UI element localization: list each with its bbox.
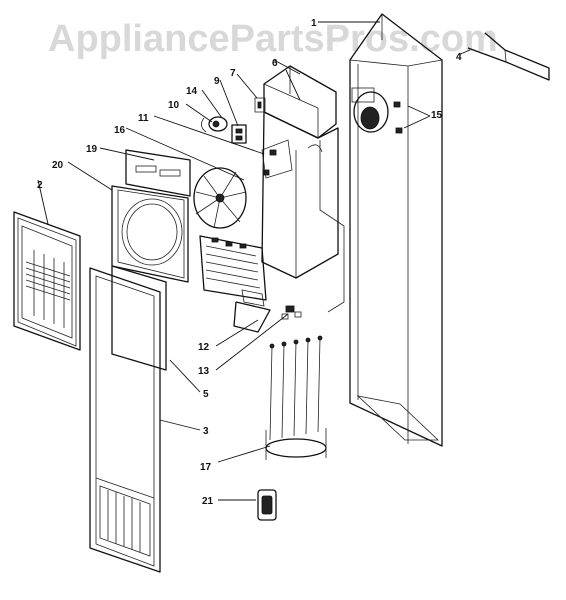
callout-14: 14 (186, 86, 198, 97)
callout-17: 17 (200, 462, 212, 473)
part-1-back-enclosure (349, 13, 443, 447)
callout-16: 16 (114, 125, 126, 136)
part-16-fan-blade (193, 167, 247, 229)
part-14-thermostat (201, 116, 228, 133)
part-12-bracket (233, 301, 271, 333)
callout-labels: 1 2 3 4 5 6 7 9 10 11 12 13 14 15 16 17 … (37, 18, 462, 507)
part-4-bracket (467, 32, 550, 81)
part-20-blower-housing (111, 185, 189, 283)
leader-lines (37, 21, 471, 501)
callout-9: 9 (214, 76, 220, 87)
part-19-control-panel (125, 149, 191, 197)
watermark: AppliancePartsPros.com (48, 18, 498, 60)
callout-19: 19 (86, 144, 98, 155)
callout-15: 15 (431, 110, 443, 121)
part-5-inner-panel (111, 265, 167, 371)
callout-11: 11 (138, 113, 149, 124)
callout-3: 3 (203, 426, 209, 437)
heating-element-assembly (199, 235, 267, 307)
part-2-front-grille (13, 211, 81, 351)
callout-21: 21 (202, 496, 214, 507)
callout-12: 12 (198, 342, 210, 353)
callout-10: 10 (168, 100, 180, 111)
callout-1: 1 (311, 18, 317, 29)
part-15-motor-assembly (351, 87, 403, 134)
part-21-knob (257, 489, 277, 521)
part-6-housing (261, 65, 345, 313)
callout-5: 5 (203, 389, 209, 400)
callout-6: 6 (272, 58, 278, 69)
callout-2: 2 (37, 180, 43, 191)
part-3-front-cover (89, 267, 161, 573)
part-7-component (254, 97, 266, 113)
part-13-clip (281, 305, 302, 320)
callout-20: 20 (52, 160, 64, 171)
part-17-screw-set (265, 335, 327, 460)
part-9-switch (231, 124, 247, 144)
callout-13: 13 (198, 366, 210, 377)
callout-7: 7 (230, 68, 236, 79)
callout-4: 4 (456, 52, 462, 63)
part-11-mount (261, 139, 293, 179)
